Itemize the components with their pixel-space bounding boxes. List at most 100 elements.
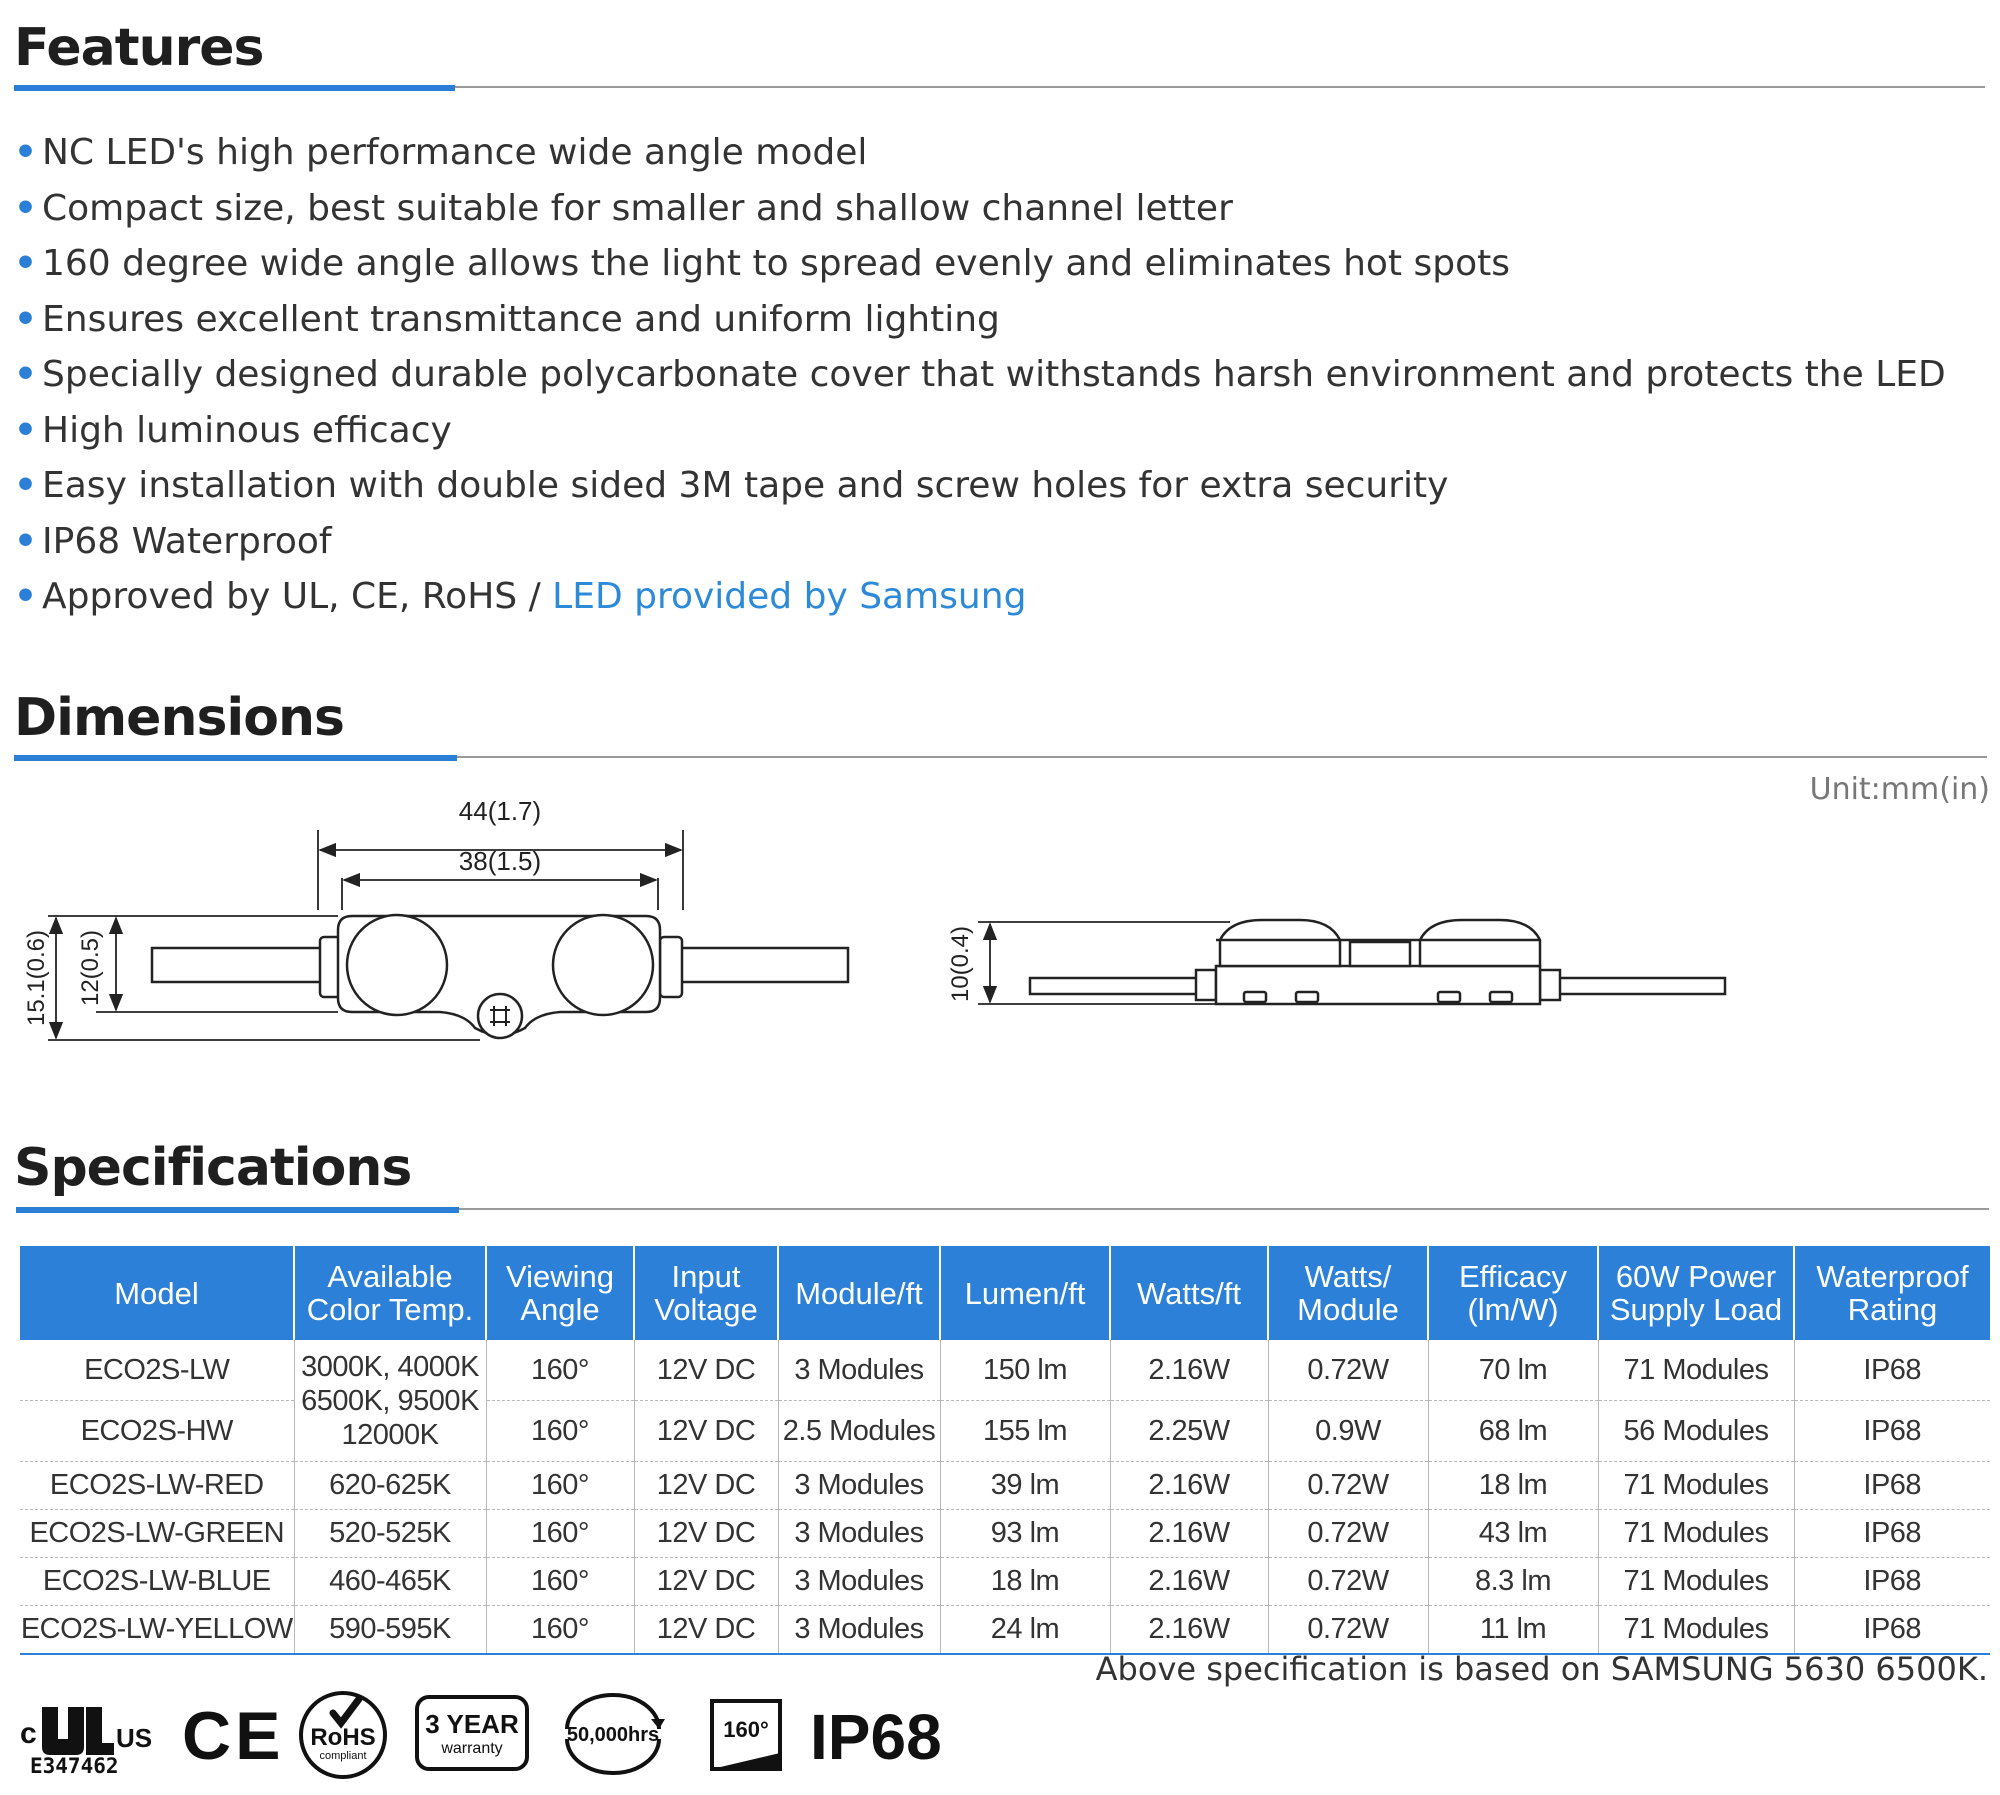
dimension-drawings: 44(1.7) 38(1.5) 15.1(0.6) 12(0.5) 10(0.4…	[23, 796, 1727, 1041]
cell-lumen-ft: 18 lm	[939, 1557, 1110, 1606]
lens-span-label: 38(1.5)	[459, 846, 541, 876]
specifications-divider	[459, 1208, 1989, 1210]
side-left-end	[1194, 968, 1218, 1002]
right-cable	[678, 946, 850, 984]
bullet: •	[14, 409, 38, 451]
table-row: ECO2S-HW 160° 12V DC 2.5 Modules 155 lm …	[20, 1400, 1990, 1462]
cell-watts-ft: 2.25W	[1109, 1400, 1268, 1462]
cell-watts-module: 0.72W	[1267, 1509, 1428, 1558]
ul-file-number: E347462	[30, 1754, 119, 1775]
bullet: •	[14, 298, 38, 340]
header-lumen-ft: Lumen/ft	[939, 1246, 1110, 1340]
cell-lumen-ft: 39 lm	[939, 1461, 1110, 1510]
cell-efficacy: 43 lm	[1427, 1509, 1598, 1558]
cell-model: ECO2S-LW	[20, 1340, 294, 1401]
cell-module-ft: 3 Modules	[777, 1461, 940, 1510]
cell-module-ft: 3 Modules	[777, 1509, 940, 1558]
cell-efficacy: 11 lm	[1427, 1605, 1598, 1655]
table-row: ECO2S-LW-GREEN 520-525K 160° 12V DC 3 Mo…	[20, 1509, 1990, 1558]
feature-item: •High luminous efficacy	[14, 403, 1946, 459]
cell-model: ECO2S-LW-RED	[20, 1461, 294, 1510]
rohs-label: RoHS	[310, 1724, 375, 1751]
cell-watts-ft: 2.16W	[1109, 1340, 1268, 1401]
cell-rating: IP68	[1793, 1509, 1990, 1558]
cell-voltage: 12V DC	[633, 1605, 778, 1655]
left-cable	[150, 946, 324, 984]
header-model: Model	[20, 1246, 294, 1340]
cell-voltage: 12V DC	[633, 1400, 778, 1462]
cell-watts-ft: 2.16W	[1109, 1509, 1268, 1558]
cell-angle: 160°	[485, 1557, 634, 1606]
cell-lumen-ft: 150 lm	[939, 1340, 1110, 1401]
cell-rating: IP68	[1793, 1400, 1990, 1462]
cell-watts-module: 0.72W	[1267, 1461, 1428, 1510]
feature-text: Easy installation with double sided 3M t…	[42, 465, 1449, 506]
bullet: •	[14, 243, 38, 284]
feature-item-approval: •Approved by UL, CE, RoHS / LED provided…	[14, 569, 1946, 625]
bullet: •	[14, 187, 38, 229]
features-heading-underline	[14, 85, 455, 91]
screw-cross	[490, 1006, 510, 1026]
body-width-label: 12(0.5)	[77, 930, 104, 1006]
bullet: •	[14, 520, 38, 562]
feature-text: NC LED's high performance wide angle mod…	[42, 132, 868, 173]
approval-separator: /	[517, 576, 553, 617]
cell-psu-load: 71 Modules	[1597, 1461, 1794, 1510]
cell-color-temp: 620-625K	[293, 1461, 486, 1510]
cell-voltage: 12V DC	[633, 1557, 778, 1606]
cell-watts-module: 0.9W	[1267, 1400, 1428, 1462]
side-left-cable	[1028, 976, 1202, 996]
cell-psu-load: 71 Modules	[1597, 1557, 1794, 1606]
feature-item: •Compact size, best suitable for smaller…	[14, 181, 1946, 237]
side-mid-block	[1348, 940, 1412, 968]
cell-rating: IP68	[1793, 1605, 1990, 1655]
cell-module-ft: 2.5 Modules	[777, 1400, 940, 1462]
samsung-highlight: LED provided by Samsung	[552, 576, 1027, 617]
cell-lumen-ft: 93 lm	[939, 1509, 1110, 1558]
cell-module-ft: 3 Modules	[777, 1557, 940, 1606]
table-row: ECO2S-LW-RED 620-625K 160° 12V DC 3 Modu…	[20, 1461, 1990, 1510]
viewing-angle-icon: 160°	[710, 1699, 782, 1771]
cell-angle: 160°	[485, 1605, 634, 1655]
cell-model: ECO2S-LW-GREEN	[20, 1509, 294, 1558]
cell-model: ECO2S-LW-YELLOW	[20, 1605, 294, 1655]
header-efficacy: Efficacy(lm/W)	[1427, 1246, 1598, 1340]
feature-text: IP68 Waterproof	[42, 520, 332, 562]
header-watts-module: Watts/Module	[1267, 1246, 1428, 1340]
ul-c-label: c	[20, 1717, 37, 1750]
cell-rating: IP68	[1793, 1461, 1990, 1510]
bullet: •	[14, 465, 38, 506]
overall-width-label: 15.1(0.6)	[23, 930, 50, 1026]
cell-watts-module: 0.72W	[1267, 1557, 1428, 1606]
side-view-drawing	[1028, 918, 1727, 1006]
table-row: ECO2S-LW-YELLOW 590-595K 160° 12V DC 3 M…	[20, 1605, 1990, 1655]
bullet: •	[14, 354, 38, 395]
cell-color-temp: 520-525K	[293, 1509, 486, 1558]
cell-rating: IP68	[1793, 1340, 1990, 1401]
angle-label: 160°	[723, 1717, 769, 1742]
side-left-dome	[1218, 918, 1342, 968]
top-view-drawing	[150, 913, 850, 1040]
feature-text: 160 degree wide angle allows the light t…	[42, 243, 1510, 284]
specifications-heading-underline	[16, 1207, 459, 1213]
cell-module-ft: 3 Modules	[777, 1605, 940, 1655]
cell-model: ECO2S-HW	[20, 1400, 294, 1462]
overall-length-label: 44(1.7)	[459, 796, 541, 826]
header-module-ft: Module/ft	[777, 1246, 940, 1340]
cell-watts-ft: 2.16W	[1109, 1605, 1268, 1655]
features-divider	[455, 86, 1985, 88]
hours-label: 50,000hrs	[567, 1724, 659, 1746]
feature-text: High luminous efficacy	[42, 409, 452, 451]
cell-voltage: 12V DC	[633, 1509, 778, 1558]
cell-watts-ft: 2.16W	[1109, 1461, 1268, 1510]
cell-psu-load: 56 Modules	[1597, 1400, 1794, 1462]
cell-efficacy: 8.3 lm	[1427, 1557, 1598, 1606]
cell-angle: 160°	[485, 1509, 634, 1558]
ce-label: CE	[182, 1698, 278, 1774]
dimensions-heading: Dimensions	[14, 688, 345, 748]
right-tab	[658, 935, 684, 999]
